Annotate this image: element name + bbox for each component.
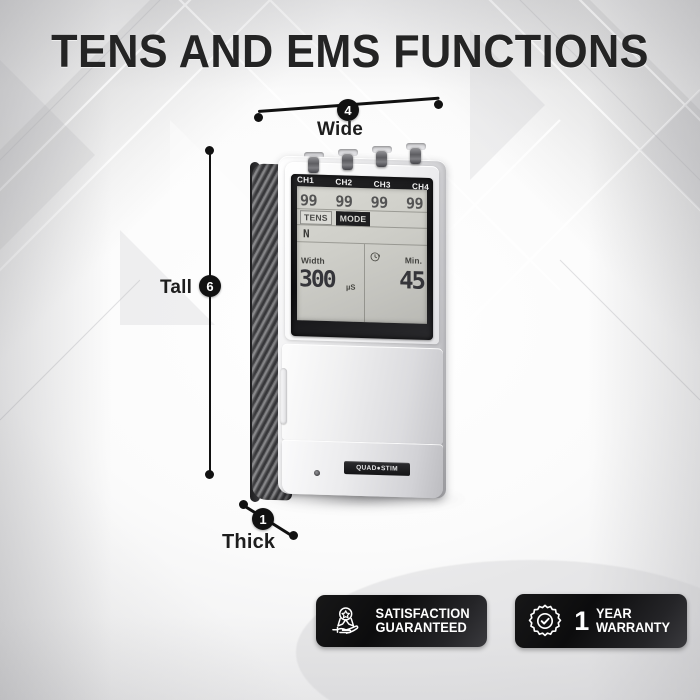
warranty-badge-text: 1 YEAR WARRANTY	[574, 605, 672, 636]
clock-icon	[370, 247, 381, 262]
satisfaction-line-1: SATISFACTION	[375, 605, 470, 621]
channel-port-slot-2	[338, 149, 358, 156]
pulse-width-label: Width	[301, 255, 325, 266]
timer-panel: Min. 45	[365, 244, 427, 324]
warranty-badge: 1 YEAR WARRANTY	[515, 594, 688, 648]
product-device-image: CH1 CH2 CH3 CH4 99 99 99 99 TENS MODE N	[250, 143, 472, 512]
device-indicator-led	[314, 469, 320, 477]
tall-endpoint-bottom	[205, 470, 214, 479]
lcd-readout-area: Width 300 µS Min. 45	[297, 242, 427, 324]
mode-button-tag: MODE	[335, 210, 371, 226]
tall-endpoint-top	[205, 146, 214, 155]
satisfaction-badge: SATISFACTION GUARANTEED	[316, 595, 488, 647]
device-front-panel	[282, 343, 443, 445]
warranty-line-2: WARRANTY	[596, 620, 671, 635]
pulse-width-unit: µS	[346, 282, 356, 292]
timer-value: 45	[399, 266, 424, 295]
channel-port-slot-3	[372, 146, 392, 153]
pulse-width-value: 300	[299, 266, 335, 294]
device-side-button	[280, 367, 287, 425]
channel-value-ch4: 99	[405, 194, 423, 213]
trust-badge-group: SATISFACTION GUARANTEED 1 YEAR WARRAN	[316, 594, 688, 648]
lcd-screen: 99 99 99 99 TENS MODE N Width 300 µS	[297, 186, 427, 324]
pulse-width-panel: Width 300 µS	[297, 242, 365, 323]
tall-dimension-value: 6	[199, 275, 221, 297]
seal-check-icon	[527, 603, 563, 639]
channel-jack-3	[376, 150, 387, 167]
wide-endpoint-left	[254, 113, 263, 122]
channel-value-ch3: 99	[370, 193, 388, 212]
wide-dimension-label: Wide	[317, 119, 364, 140]
channel-port-slot-4	[406, 143, 426, 150]
program-value: N	[303, 226, 310, 240]
channel-label-ch3: CH3	[373, 179, 391, 190]
channel-label-ch1: CH1	[297, 174, 314, 185]
thick-dimension-value: 1	[252, 508, 274, 530]
channel-value-ch2: 99	[335, 192, 353, 211]
wide-endpoint-right	[434, 100, 443, 109]
brand-plate: QUAD●STIM	[344, 461, 410, 476]
brand-name: QUAD●STIM	[356, 464, 398, 473]
tall-dimension-line	[209, 150, 211, 475]
wide-dimension-value: 4	[337, 99, 359, 121]
channel-label-ch4: CH4	[411, 181, 429, 192]
channel-port-slot-1	[304, 152, 324, 159]
channel-label-ch2: CH2	[335, 176, 353, 187]
warranty-lines: YEAR WARRANTY	[596, 605, 671, 636]
thick-dimension-label: Thick	[222, 531, 276, 553]
satisfaction-badge-text: SATISFACTION GUARANTEED	[375, 605, 470, 636]
channel-jack-4	[410, 147, 421, 164]
tens-mode-tag: TENS	[300, 209, 332, 225]
warranty-line-1: YEAR	[596, 605, 632, 621]
satisfaction-line-2: GUARANTEED	[375, 620, 467, 635]
page-title: TENS AND EMS FUNCTIONS	[51, 25, 649, 77]
lcd-frame: CH1 CH2 CH3 CH4 99 99 99 99 TENS MODE N	[291, 173, 433, 341]
hand-award-icon	[328, 604, 362, 638]
tall-dimension-label: Tall	[160, 277, 193, 298]
warranty-years: 1	[574, 606, 590, 636]
channel-jack-1	[308, 156, 319, 173]
thick-endpoint-bottom	[289, 531, 298, 540]
channel-value-ch1: 99	[300, 191, 318, 210]
thick-endpoint-top	[239, 500, 248, 509]
timer-label: Min.	[404, 255, 422, 266]
channel-jack-2	[342, 153, 353, 170]
